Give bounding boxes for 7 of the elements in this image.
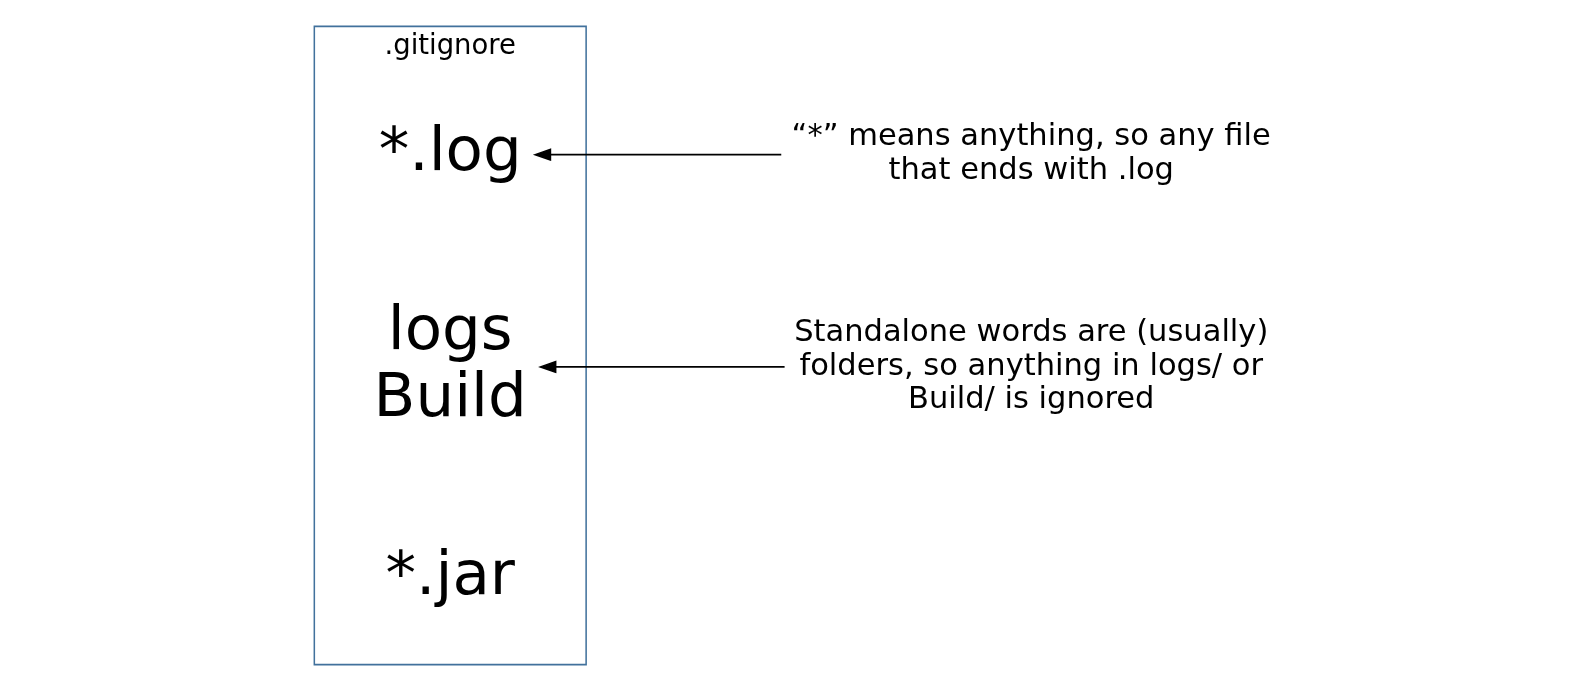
- node-text: *.log: [378, 112, 522, 184]
- arrow: [532, 148, 782, 162]
- node-text: Standalone words are (usually) folders, so anything in logs/ or Build/ is ignored: [794, 312, 1269, 416]
- node-text: “*” means anything, so any file that ends with .log: [791, 117, 1271, 187]
- node-text: logs Build: [373, 291, 527, 430]
- arrow: [538, 360, 786, 374]
- node-text: *.jar: [385, 537, 515, 609]
